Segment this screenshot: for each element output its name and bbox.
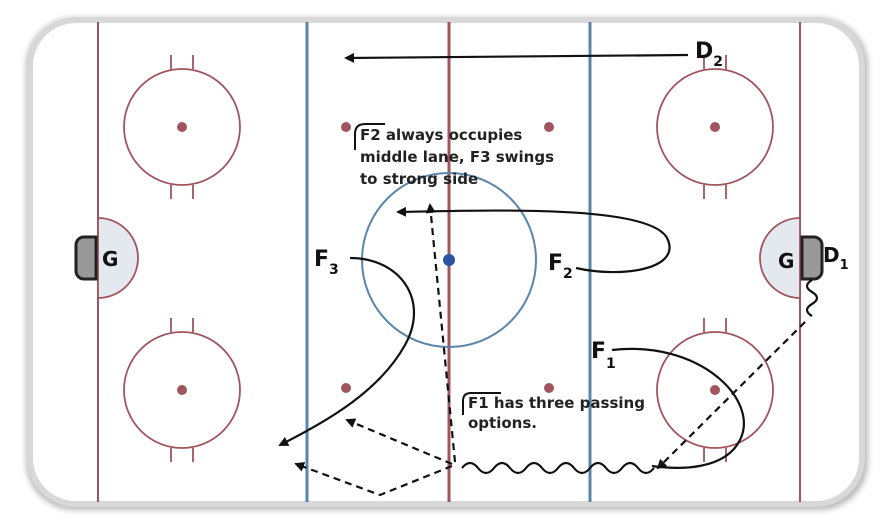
player-d1-label: D1 [823,243,849,273]
d2-skate-path [344,52,689,63]
d1-wavy-path [805,279,819,317]
note-f1-line2: options. [468,414,537,432]
note-f1-line1: F1 has three passing [468,394,645,412]
f1-carry-wavy-path [461,461,655,475]
faceoff-circle-top-left [123,55,241,199]
player-f1-label: F1 [591,339,616,372]
center-dot [443,254,455,266]
play-paths [278,52,819,497]
note-f2-line2: middle lane, F3 swings [360,148,554,166]
pass-option-f3-dashed [345,418,453,466]
right-crease [759,217,801,299]
f1-skate-path [611,347,745,469]
f3-skate-path [278,256,416,446]
faceoff-circle-bottom-left [123,318,241,462]
note-f1: F1 has three passing options. [462,392,645,432]
note-f2-line1: F2 always occupies [360,126,522,144]
left-crease [97,217,139,299]
note-f2-line3: to strong side [360,170,478,188]
faceoff-circle-top-right [656,55,774,199]
pass-option-rim-dashed [294,462,453,497]
faceoff-dots [177,122,720,395]
player-f2-label: F2 [548,251,573,282]
note-f2: F2 always occupies middle lane, F3 swing… [354,123,554,188]
player-d2-label: D2 [695,39,723,70]
goalie-right-label: G [778,249,794,273]
d1-pass-dashed [656,321,806,470]
note-bracket [354,123,385,150]
f2-skate-path [396,206,671,274]
player-f3-label: F3 [314,247,339,278]
faceoff-circles [123,55,774,462]
note-bracket [462,392,501,415]
left-goal-net [74,235,98,281]
faceoff-circle-bottom-right [656,318,774,462]
right-goal-net [800,235,824,281]
center-circle [361,172,537,348]
goalie-left-label: G [102,247,118,271]
